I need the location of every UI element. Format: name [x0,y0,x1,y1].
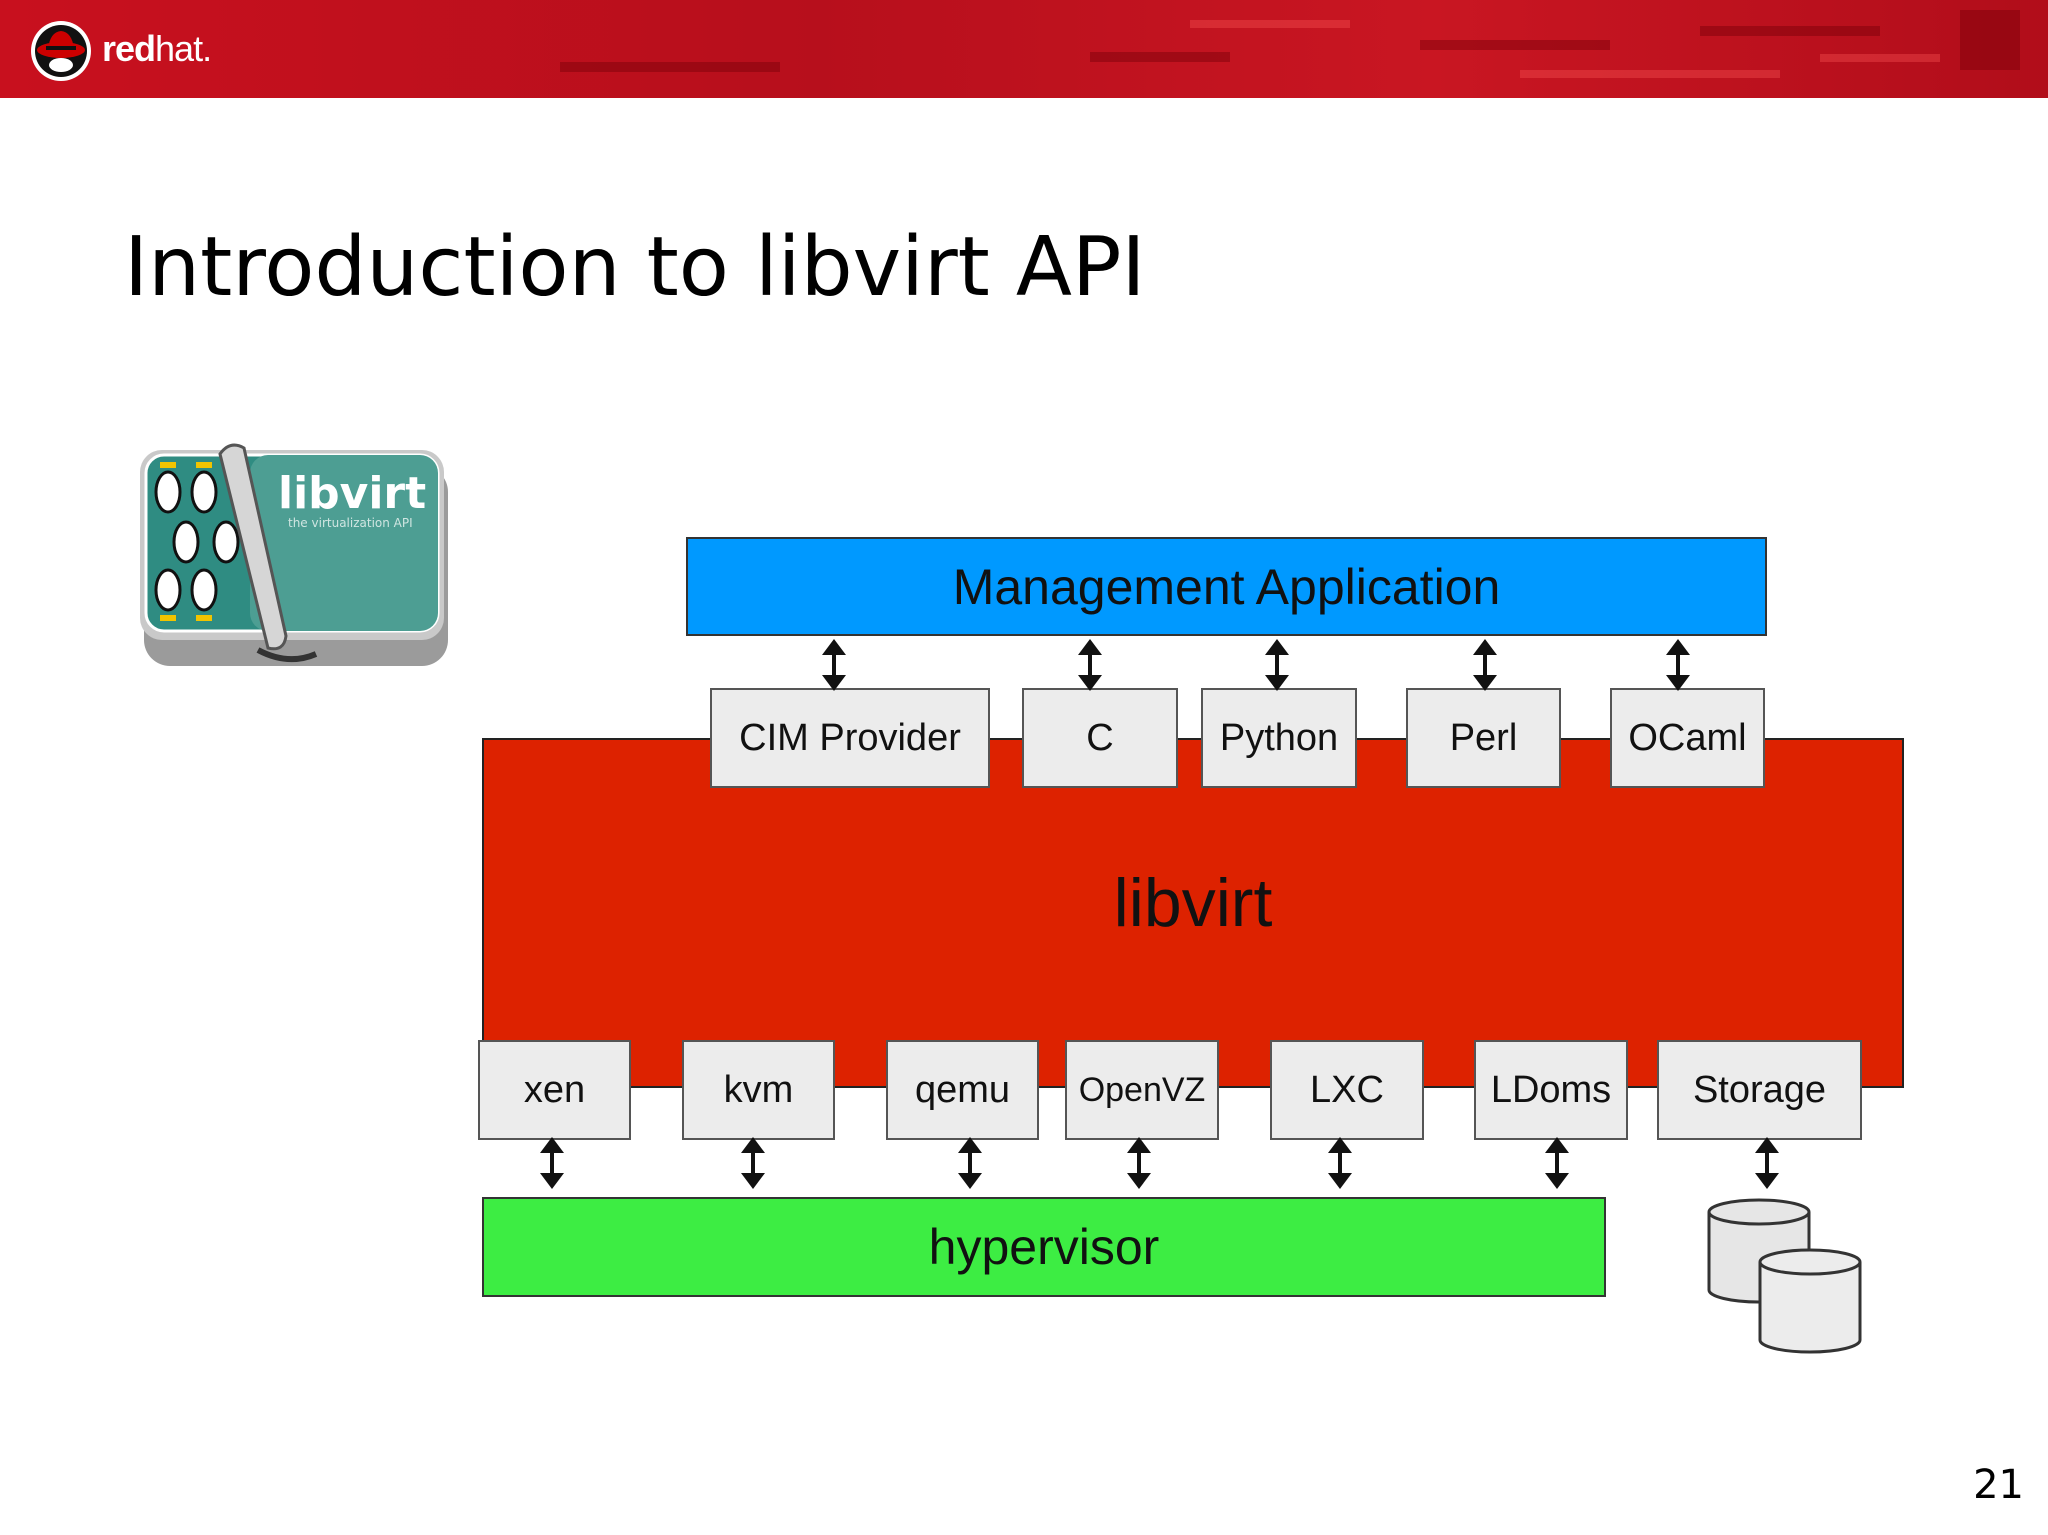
libvirt-logo: libvirt the virtualization API [140,443,448,666]
slide-number: 21 [1973,1462,2024,1508]
arrow-ldoms [1543,1135,1571,1191]
binding-python: Python [1201,688,1357,788]
arrow-perl [1471,637,1499,693]
binding-cim-provider: CIM Provider [710,688,990,788]
driver-ldoms: LDoms [1474,1040,1628,1140]
libvirt-logo-tagline: the virtualization API [288,516,413,530]
libvirt-logo-wordmark: libvirt [278,468,426,519]
management-application-box: Management Application [686,537,1767,636]
arrow-xen [538,1135,566,1191]
arrow-python [1263,637,1291,693]
storage-disk-icon [1707,1198,1862,1354]
redhat-wordmark: redhat. [102,28,212,69]
driver-xen: xen [478,1040,631,1140]
slide-title: Introduction to libvirt API [124,220,1146,315]
driver-openvz: OpenVZ [1065,1040,1219,1140]
redhat-shadowman-icon [31,21,91,81]
driver-storage: Storage [1657,1040,1862,1140]
driver-lxc: LXC [1270,1040,1424,1140]
driver-qemu: qemu [886,1040,1039,1140]
arrow-lxc [1326,1135,1354,1191]
arrow-qemu [956,1135,984,1191]
binding-ocaml: OCaml [1610,688,1765,788]
binding-perl: Perl [1406,688,1561,788]
libvirt-core-box: libvirt [482,738,1904,1088]
arrow-c [1076,637,1104,693]
arrow-cim [820,637,848,693]
arrow-openvz [1125,1135,1153,1191]
hypervisor-box: hypervisor [482,1197,1606,1297]
redhat-header-bar: redhat. [0,0,2048,98]
driver-kvm: kvm [682,1040,835,1140]
arrow-ocaml [1664,637,1692,693]
arrow-storage [1753,1135,1781,1191]
arrow-kvm [739,1135,767,1191]
binding-c: C [1022,688,1178,788]
